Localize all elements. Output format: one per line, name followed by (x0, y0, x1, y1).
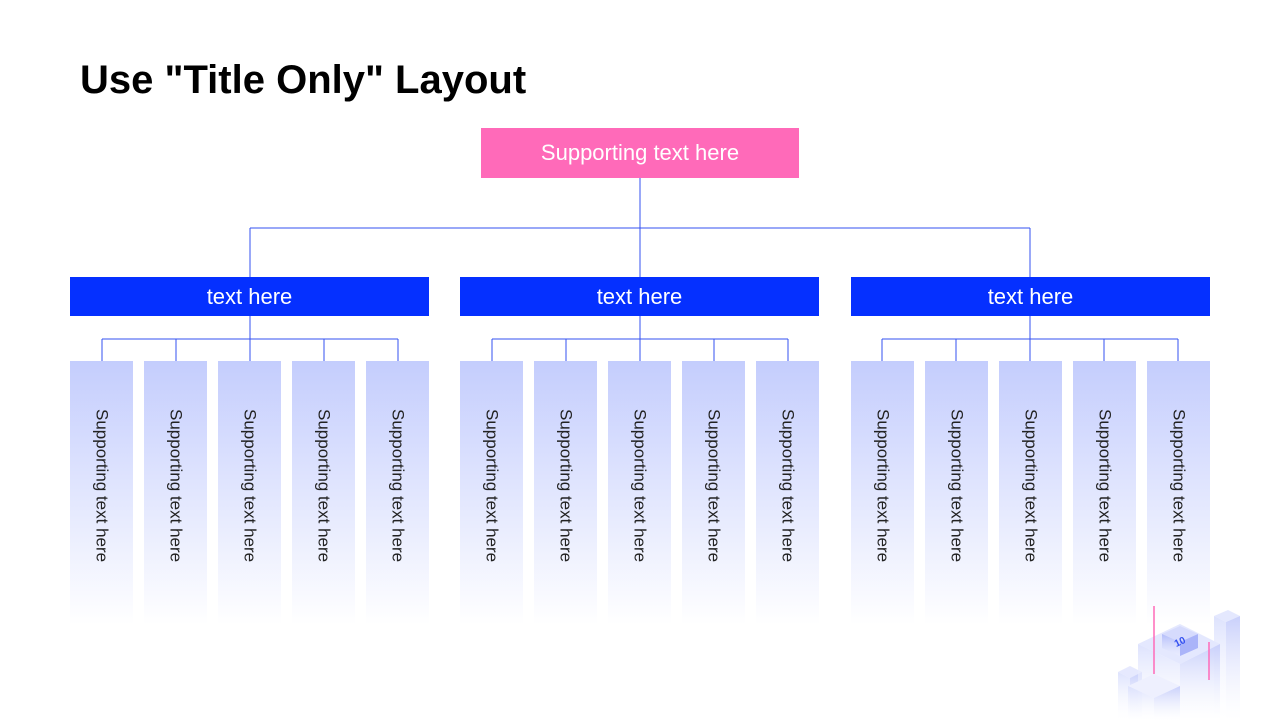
leaf-node: Supporting text here (925, 361, 988, 625)
leaf-node-label: Supporting text here (1095, 409, 1115, 563)
leaf-node: Supporting text here (851, 361, 914, 625)
leaf-node-label: Supporting text here (1169, 409, 1189, 563)
leaf-node-label: Supporting text here (630, 409, 650, 563)
leaf-node: Supporting text here (144, 361, 207, 625)
leaf-node-label: Supporting text here (873, 409, 893, 563)
leaf-node-label: Supporting text here (240, 409, 260, 563)
branch-node-label: text here (987, 283, 1074, 309)
leaf-node: Supporting text here (292, 361, 355, 625)
leaf-node-label: Supporting text here (1021, 409, 1041, 563)
leaf-node-label: Supporting text here (778, 409, 798, 563)
leaf-node: Supporting text here (534, 361, 597, 625)
leaf-node-label: Supporting text here (947, 409, 967, 563)
leaf-node-label: Supporting text here (166, 409, 186, 563)
isometric-building-icon: 10 (1118, 606, 1240, 720)
leaf-node-label: Supporting text here (388, 409, 408, 563)
branch-node-1: text here (70, 277, 429, 316)
leaf-node: Supporting text here (70, 361, 133, 625)
leaf-node-label: Supporting text here (92, 409, 112, 563)
leaf-node: Supporting text here (460, 361, 523, 625)
branch-node-label: text here (596, 283, 683, 309)
leaf-node: Supporting text here (608, 361, 671, 625)
leaf-node-label: Supporting text here (314, 409, 334, 563)
leaf-node: Supporting text here (682, 361, 745, 625)
root-node-label: Supporting text here (540, 140, 740, 165)
leaf-node-label: Supporting text here (482, 409, 502, 563)
leaf-node-label: Supporting text here (556, 409, 576, 563)
page-title: Use "Title Only" Layout (80, 58, 527, 102)
leaf-node: Supporting text here (366, 361, 429, 625)
leaf-node: Supporting text here (999, 361, 1062, 625)
branch-node-3: text here (851, 277, 1210, 316)
leaf-node: Supporting text here (218, 361, 281, 625)
leaf-node: Supporting text here (756, 361, 819, 625)
leaf-node: Supporting text here (1147, 361, 1210, 625)
leaf-node: Supporting text here (1073, 361, 1136, 625)
leaf-node-label: Supporting text here (704, 409, 724, 563)
badge-number: 10 (1173, 635, 1188, 650)
root-node: Supporting text here (481, 128, 799, 178)
branch-node-2: text here (460, 277, 819, 316)
branch-node-label: text here (206, 283, 293, 309)
